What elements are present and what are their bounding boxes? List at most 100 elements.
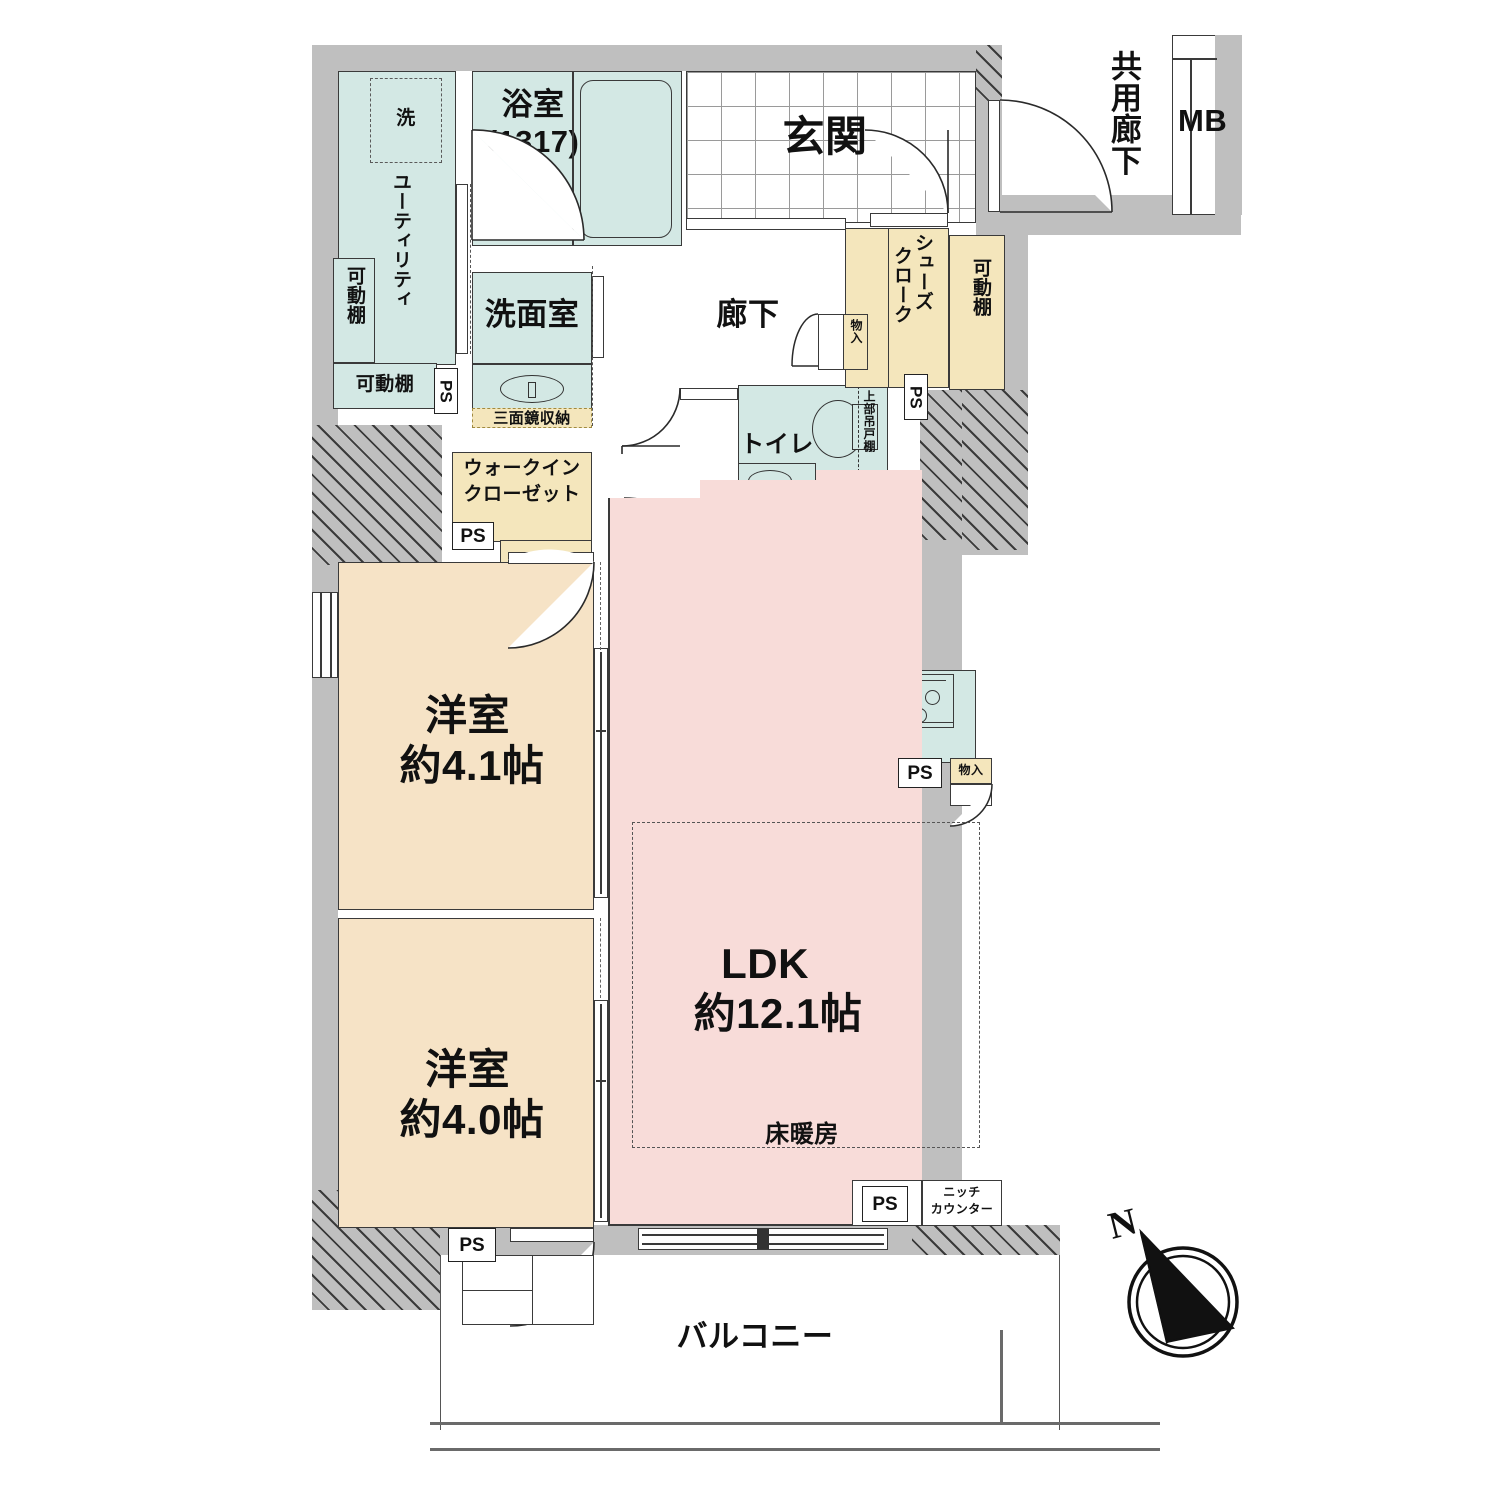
bedroom-2-ldk-track	[600, 918, 601, 998]
bath-door-arc	[471, 129, 585, 241]
bedroom-1-door-arc	[507, 549, 595, 649]
meter-box-top-line	[1172, 58, 1217, 60]
ldk-label: LDK	[721, 940, 809, 987]
niche-counter-label-1: ニッチ	[943, 1185, 981, 1199]
bath-divider	[572, 71, 574, 246]
bedroom-1-window-mullion-1	[320, 592, 322, 678]
bedroom-2-ldk-sliding-handle	[596, 1080, 606, 1082]
toilet-door-arc	[621, 387, 681, 454]
bedroom-1-ldk-track	[600, 562, 601, 650]
shoes-cloak-door	[870, 213, 948, 227]
balcony-rail-line-1	[430, 1422, 1160, 1425]
ps-text: PS	[459, 1234, 485, 1256]
front-door-leaf	[988, 100, 1000, 212]
bathtub	[580, 80, 672, 238]
utility-sliding-door	[456, 184, 468, 354]
ps-text: PS	[460, 525, 486, 547]
ps-label-bedroom2: PS	[448, 1228, 496, 1262]
movable-shelf-right-label: 可動棚	[970, 258, 991, 317]
ps-text: PS	[907, 762, 933, 784]
wall-right-ldk	[920, 540, 962, 1230]
bedroom-2-door	[510, 1228, 594, 1242]
meter-box-wall-right	[1215, 35, 1242, 215]
niche-counter-label-2: カウンター	[930, 1202, 994, 1216]
bedroom-1-area: 約4.1帖	[399, 742, 545, 789]
bedroom-1-window	[312, 592, 338, 678]
upper-cabinet-label: 上部吊戸棚	[862, 390, 876, 453]
washer-label: 洗	[396, 108, 416, 129]
shoes-cloak-door-arc	[864, 129, 949, 214]
compass-rose	[1127, 1228, 1239, 1358]
stove-burner-2	[925, 690, 940, 705]
movable-shelf-wide-label: 可動棚	[355, 374, 415, 395]
bath-label-line1: 浴室	[501, 87, 565, 122]
toilet-label: トイレ	[740, 431, 814, 458]
storage-kitchen-door-arc	[949, 783, 993, 827]
room-ldk-corner	[700, 480, 820, 510]
bedroom-2-ldk-sliding-leaf	[600, 1004, 602, 1218]
room-ldk-upper-ext	[816, 470, 922, 510]
ps-label-corridor-right: PS	[904, 374, 928, 420]
ldk-outline-left	[608, 498, 610, 1226]
balcony-label: バルコニー	[676, 1319, 834, 1354]
ldk-area: 約12.1帖	[693, 990, 863, 1037]
bedroom-1-ldk-sliding-leaf	[600, 652, 602, 894]
balcony-rail-line-2	[430, 1448, 1160, 1451]
washroom-label: 洗面室	[484, 297, 580, 332]
ps-label-ldk: PS	[862, 1186, 908, 1222]
storage-corridor-label: 物入	[849, 319, 863, 344]
entrance-tile-area	[686, 71, 976, 223]
bedroom-1-window-mullion-2	[330, 592, 332, 678]
balcony-window-handle	[757, 1229, 769, 1249]
entrance-label: 玄関	[782, 113, 868, 160]
entrance-step-line	[686, 218, 846, 230]
storage-corridor	[842, 314, 868, 370]
room-bedroom-2	[338, 918, 594, 1228]
mirror-storage-label: 三面鏡収納	[493, 410, 571, 427]
toilet-tank	[852, 404, 878, 450]
mirror-storage	[472, 408, 592, 428]
bedroom-1-ldk-sliding-handle	[596, 730, 606, 732]
bedroom-2-name: 洋室	[424, 1046, 510, 1093]
room-ldk	[608, 498, 922, 1226]
washroom-sliding-door	[592, 276, 604, 358]
ps-label-kitchen: PS	[898, 758, 942, 788]
common-corridor-label: 共用廊下	[1106, 50, 1141, 176]
washroom-sliding-track	[592, 266, 593, 426]
meter-box-divider	[1190, 58, 1192, 215]
ps-text: PS	[872, 1193, 898, 1215]
ps-label-utility: PS	[434, 368, 458, 414]
wall-top	[312, 45, 1002, 71]
room-washroom	[472, 272, 592, 364]
movable-shelf-right	[949, 235, 1005, 390]
meter-box-label: MB	[1178, 103, 1228, 138]
movable-shelf-left	[333, 258, 375, 363]
shoes-cloak-ext	[888, 228, 949, 388]
storage-corridor-door-arc	[791, 313, 819, 367]
wall-hatch-genkan-right	[976, 45, 1002, 105]
ldk-outline-bottom	[608, 1224, 922, 1226]
bedroom-1-name: 洋室	[424, 692, 510, 739]
shoes-cloak-label-1: シューズ	[912, 233, 933, 311]
wall-hatch-left-1b	[312, 425, 442, 565]
storage-kitchen	[950, 758, 992, 784]
movable-shelf-left-label: 可動棚	[344, 266, 365, 325]
bedroom-2-area: 約4.0帖	[399, 1096, 545, 1143]
washer-space	[370, 78, 442, 163]
storage-kitchen-label: 物入	[958, 763, 984, 777]
ps-text: PS	[436, 379, 456, 403]
storage-corridor-door	[818, 314, 844, 370]
corridor-label: 廊下	[716, 297, 780, 332]
walk-in-closet-label-2: クローゼット	[463, 484, 581, 505]
floor-heating-label: 床暖房	[765, 1121, 839, 1148]
utility-sliding-track	[470, 184, 471, 354]
wall-hatch-right-tall	[962, 390, 1028, 550]
floor-heating-zone	[632, 822, 980, 1148]
utility-label: ユーティリティ	[390, 172, 411, 309]
front-door-arc	[999, 99, 1113, 213]
walk-in-closet-label-1: ウォークイン	[463, 458, 581, 479]
balcony-rail-end	[1000, 1330, 1003, 1425]
wall-right-upper-small	[1002, 195, 1028, 255]
toilet-upper-cabinet-dashline	[858, 386, 859, 472]
